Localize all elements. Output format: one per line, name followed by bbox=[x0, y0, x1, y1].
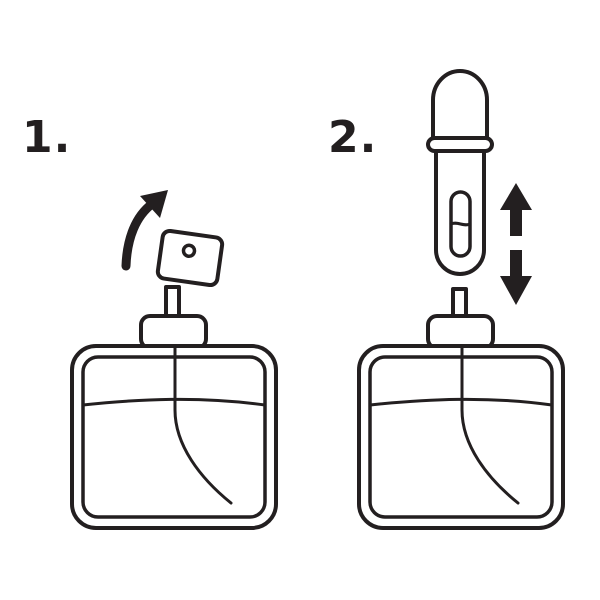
spray-cap-icon bbox=[155, 228, 225, 288]
step-1-illustration bbox=[70, 190, 278, 530]
perfume-bottle-icon bbox=[70, 285, 278, 530]
up-arrow-icon bbox=[500, 183, 532, 236]
step-2-number: 2. bbox=[328, 112, 378, 163]
step-2-illustration bbox=[357, 69, 565, 530]
step-1-number: 1. bbox=[22, 112, 72, 163]
curved-up-arrow-icon bbox=[121, 190, 168, 271]
down-arrow-icon bbox=[500, 250, 532, 305]
refill-atomizer-icon bbox=[426, 69, 494, 276]
perfume-bottle-icon bbox=[357, 287, 565, 530]
